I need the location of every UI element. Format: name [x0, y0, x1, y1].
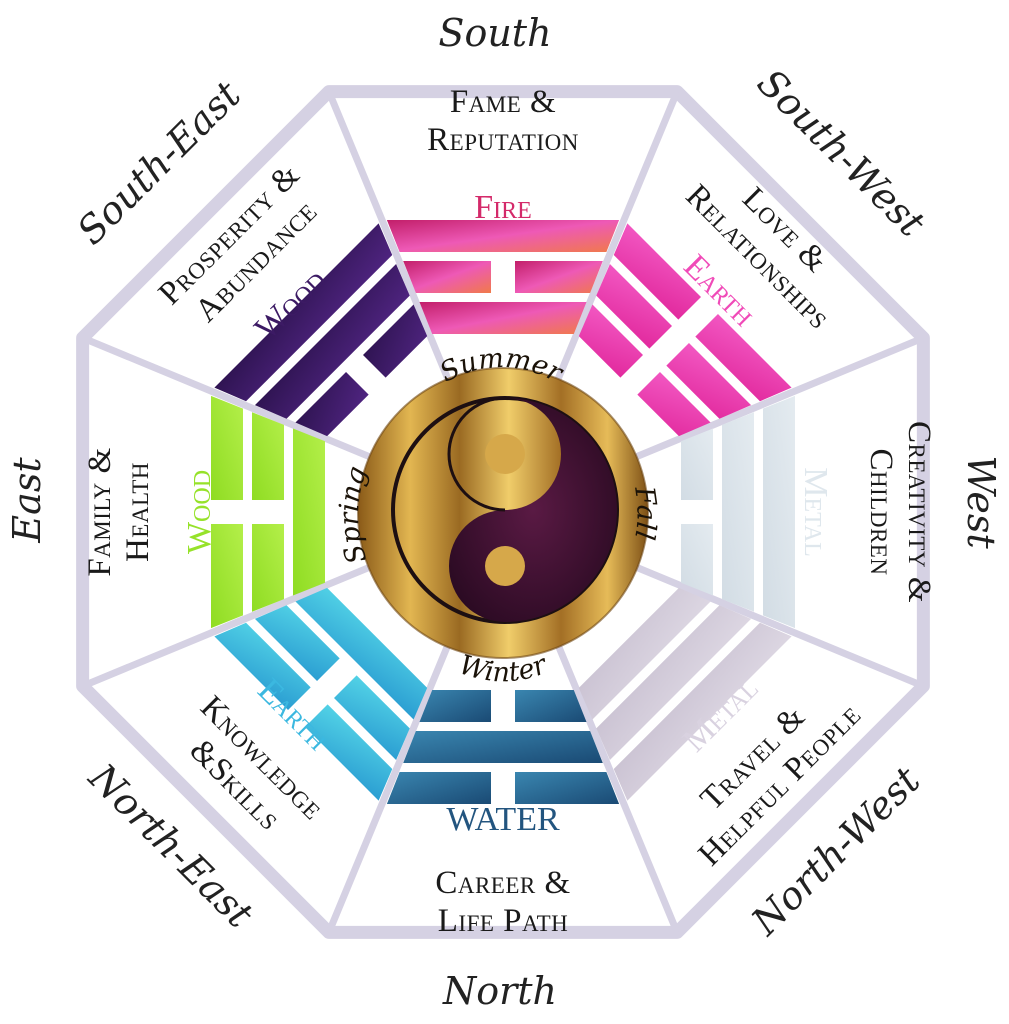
trigram-north: [386, 690, 620, 804]
trigram-solid-line: [596, 605, 752, 761]
area-west-line2: Children: [863, 449, 899, 576]
trigram-broken-segment: [578, 304, 644, 378]
trigram-south-east: [214, 223, 428, 437]
trigram-broken-segment: [211, 395, 243, 500]
trigram-west: [681, 395, 795, 629]
trigram-broken-segment: [419, 690, 491, 722]
trigram-broken-segment: [695, 314, 792, 402]
trigram-broken-segment: [295, 371, 369, 437]
trigram-north-west: [578, 587, 792, 801]
trigram-north-east: [214, 587, 428, 801]
trigram-broken-segment: [252, 412, 284, 500]
trigram-broken-segment: [637, 371, 711, 437]
trigram-broken-segment: [515, 690, 587, 722]
element-north: WATER: [446, 801, 560, 838]
trigram-broken-segment: [334, 675, 410, 761]
trigrams: [211, 220, 795, 804]
trigram-broken-segment: [681, 524, 713, 596]
trigram-broken-segment: [596, 263, 672, 349]
trigram-broken-segment: [403, 261, 491, 293]
trigram-solid-line: [763, 395, 795, 629]
trigram-broken-segment: [362, 304, 428, 378]
area-east-line2: Health: [120, 462, 156, 562]
trigram-solid-line: [613, 622, 792, 801]
trigram-south-west: [578, 223, 792, 437]
direction-north: North: [442, 969, 557, 1013]
trigram-south: [386, 220, 620, 334]
trigram-solid-line: [578, 587, 711, 720]
trigram-east: [211, 395, 325, 629]
trigram-broken-segment: [252, 524, 284, 612]
trigram-solid-line: [254, 263, 410, 419]
area-east-line1: Family &: [82, 447, 118, 576]
trigram-solid-line: [293, 428, 325, 596]
trigram-solid-line: [386, 220, 620, 252]
area-west-line1: Creativity &: [901, 421, 937, 603]
center-medallion: Summer Winter Spring Fall: [334, 343, 662, 689]
gold-disc-shade: [357, 367, 649, 659]
area-north: Career & Life Path: [435, 865, 570, 939]
direction-south: South: [438, 11, 551, 55]
direction-west: West: [959, 455, 1003, 549]
season-fall: Fall: [628, 484, 662, 543]
trigram-broken-segment: [214, 622, 311, 710]
trigram-solid-line: [403, 731, 603, 763]
area-north-line1: Career &: [435, 865, 570, 901]
direction-east: East: [5, 457, 49, 544]
trigram-broken-segment: [613, 223, 701, 320]
trigram-solid-line: [722, 412, 754, 612]
element-west: Metal: [797, 467, 834, 557]
area-west: Creativity & Children: [863, 421, 937, 603]
area-east: Family & Health: [82, 447, 156, 576]
area-south: Fame & Reputation: [427, 84, 579, 158]
trigram-broken-segment: [386, 772, 491, 804]
yin-yang-icon: [391, 396, 619, 624]
area-south-line1: Fame &: [450, 84, 556, 120]
area-north-line2: Life Path: [438, 903, 568, 939]
area-south-line2: Reputation: [427, 122, 579, 158]
element-south: Fire: [474, 189, 532, 226]
trigram-broken-segment: [666, 343, 752, 419]
trigram-broken-segment: [515, 772, 620, 804]
trigram-broken-segment: [515, 261, 603, 293]
trigram-broken-segment: [305, 704, 393, 801]
trigram-broken-segment: [254, 605, 340, 681]
trigram-solid-line: [295, 587, 428, 720]
trigram-broken-segment: [681, 428, 713, 500]
element-east: Wood: [181, 470, 218, 554]
trigram-broken-segment: [211, 524, 243, 629]
trigram-solid-line: [214, 223, 393, 402]
trigram-solid-line: [419, 302, 587, 334]
